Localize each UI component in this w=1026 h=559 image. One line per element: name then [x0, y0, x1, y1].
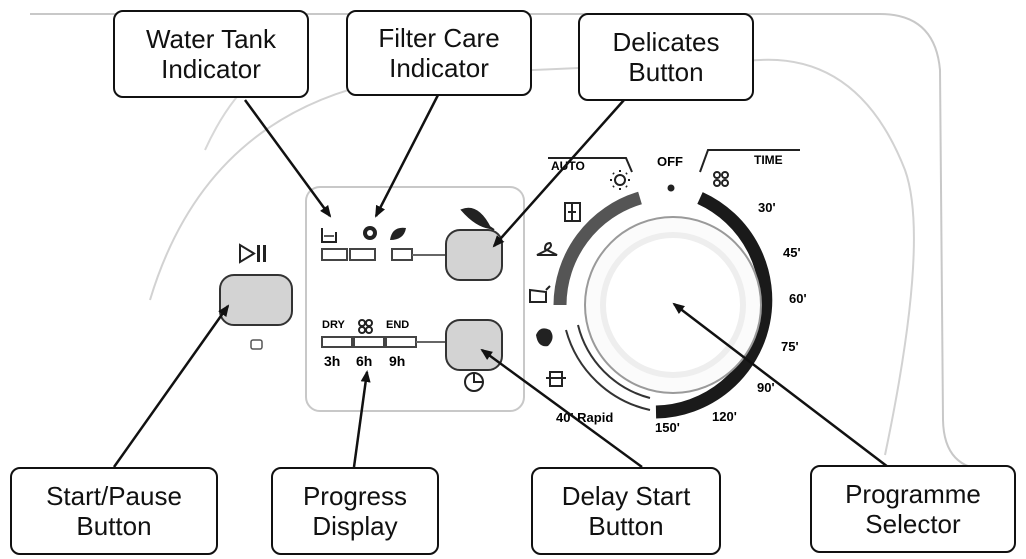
start-pause-led — [250, 339, 263, 350]
led-filter-care — [349, 248, 376, 261]
time-45: 45' — [783, 245, 801, 260]
arrow-start-pause — [112, 304, 230, 468]
auto-ring-segment — [553, 191, 642, 306]
callout-line-1: Delicates — [612, 27, 720, 57]
time-75: 75' — [781, 339, 799, 354]
sun-icon — [610, 170, 630, 190]
time-150: 150' — [655, 420, 680, 435]
callout-line-2: Indicator — [389, 53, 489, 83]
callout-line-2: Button — [588, 511, 664, 541]
inner-casing-outline — [149, 58, 915, 456]
callout-delay-start: Delay Start Button — [531, 467, 721, 555]
callout-line-1: Start/Pause — [46, 481, 182, 511]
callout-programme: Programme Selector — [810, 465, 1016, 553]
time-label: TIME — [754, 153, 783, 167]
delicates-button[interactable] — [445, 229, 503, 281]
clock-icon — [464, 372, 484, 392]
arrow-delicates — [492, 99, 625, 248]
dry-label: DRY — [322, 319, 345, 331]
callout-delicates: Delicates Button — [578, 13, 754, 101]
callout-line-2: Indicator — [161, 54, 261, 84]
hour-label-3h: 3h — [324, 353, 340, 369]
callout-line-2: Button — [76, 511, 152, 541]
sportswear-icon — [546, 371, 566, 387]
time-60: 60' — [789, 291, 807, 306]
time-90: 90' — [757, 380, 775, 395]
auto-label: AUTO — [551, 159, 585, 173]
callout-line-1: Delay Start — [561, 481, 691, 511]
arrow-water-tank — [243, 99, 332, 218]
callout-line-2: Button — [628, 57, 704, 87]
led-delicates — [391, 248, 413, 261]
arrow-delay-start — [480, 348, 643, 469]
water-tank-icon — [321, 228, 337, 243]
end-label: END — [386, 319, 409, 331]
callout-line-1: Filter Care — [378, 23, 500, 53]
callout-line-2: Display — [312, 511, 398, 541]
fan-icon — [358, 319, 373, 334]
rapid-ring-segment — [565, 329, 651, 411]
hour-label-6h: 6h — [356, 353, 372, 369]
callout-line-2: Selector — [865, 509, 961, 539]
callout-line-1: Programme — [845, 479, 981, 509]
arrow-filter-care — [374, 94, 440, 218]
feather-icon — [460, 207, 495, 231]
time-ring-segment — [655, 192, 773, 419]
programme-dial: AUTO OFF TIME 40' Rapid — [529, 149, 807, 435]
callout-water-tank: Water Tank Indicator — [113, 10, 309, 98]
time-120: 120' — [712, 409, 737, 424]
progress-led-6h — [353, 336, 385, 348]
filter-care-icon — [363, 226, 377, 240]
iron-icon — [529, 285, 551, 303]
off-dot — [667, 184, 675, 192]
start-pause-button[interactable] — [219, 274, 293, 326]
callout-start-pause: Start/Pause Button — [10, 467, 218, 555]
hour-label-9h: 9h — [389, 353, 405, 369]
off-label: OFF — [657, 154, 683, 169]
arrow-progress — [352, 370, 371, 468]
mixed-icon — [536, 328, 553, 347]
progress-led-9h — [385, 336, 417, 348]
delicates-small-icon — [390, 227, 406, 240]
time-30: 30' — [758, 200, 776, 215]
outer-casing-outline — [30, 13, 991, 471]
progress-led-3h — [321, 336, 353, 348]
callout-line-1: Water Tank — [145, 24, 277, 54]
cupboard-icon — [564, 202, 581, 222]
callout-filter-care: Filter Care Indicator — [346, 10, 532, 96]
fan-time-icon — [713, 171, 729, 187]
led-water-tank — [321, 248, 348, 261]
rapid-label: 40' Rapid — [556, 410, 613, 425]
hanger-icon — [536, 241, 558, 256]
callout-progress: Progress Display — [271, 467, 439, 555]
arrow-programme — [672, 302, 889, 468]
indicator-panel — [305, 186, 525, 412]
play-pause-icon — [239, 243, 266, 264]
callout-line-1: Progress — [302, 481, 408, 511]
delay-start-button[interactable] — [445, 319, 503, 371]
